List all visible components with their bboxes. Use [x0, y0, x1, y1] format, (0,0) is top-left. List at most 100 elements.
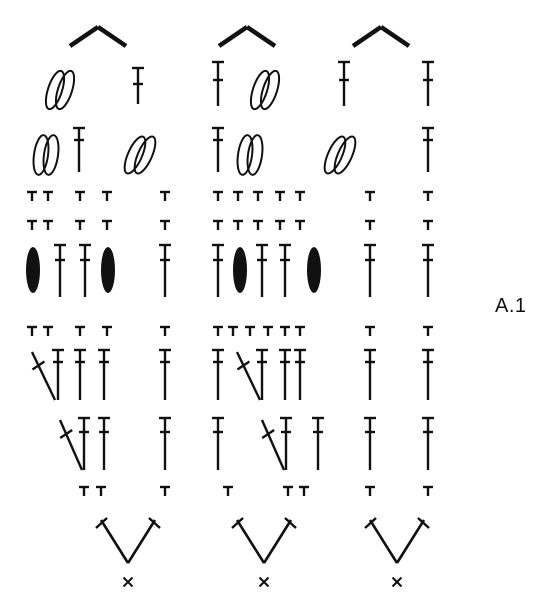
- bobble-cluster-symbol: [26, 247, 40, 293]
- hdc-symbol: [365, 190, 375, 201]
- hdc-symbol: [365, 219, 375, 230]
- hdc-symbol: [263, 325, 273, 336]
- bobble-cluster-symbol: [307, 247, 321, 293]
- hdc-symbol: [160, 190, 170, 201]
- v-stitch-base: [231, 517, 297, 564]
- hdc-symbol: [27, 325, 37, 336]
- puff-stitch-symbol: [32, 134, 60, 176]
- v-stitch-base: [364, 517, 430, 564]
- hdc-symbol: [253, 219, 263, 230]
- hdc-symbol: [160, 325, 170, 336]
- hdc-symbol: [43, 219, 53, 230]
- hdc-symbol: [213, 325, 223, 336]
- bobble-cluster-symbol: [101, 247, 115, 293]
- hdc-symbol: [102, 190, 112, 201]
- puff-stitch-symbol: [44, 69, 76, 111]
- treble-crochet-symbol: [78, 416, 90, 470]
- hdc-symbol: [96, 485, 106, 496]
- treble-crochet-symbol: [132, 66, 144, 104]
- hdc-symbol: [213, 219, 223, 230]
- slanted-treble-symbol: [30, 351, 57, 401]
- treble-crochet-symbol: [212, 60, 224, 106]
- single-crochet-x-symbol: [258, 576, 270, 588]
- bobble-cluster-symbol: [233, 247, 247, 293]
- hdc-symbol: [233, 190, 243, 201]
- v-stitch-base: [95, 517, 161, 564]
- treble-crochet-symbol: [159, 416, 171, 470]
- single-crochet-x-symbol: [391, 576, 403, 588]
- treble-crochet-symbol: [364, 243, 376, 297]
- treble-crochet-symbol: [212, 416, 224, 470]
- hdc-symbol: [43, 190, 53, 201]
- hdc-symbol: [79, 485, 89, 496]
- hdc-symbol: [295, 219, 305, 230]
- hdc-symbol: [365, 325, 375, 336]
- hdc-symbol: [423, 325, 433, 336]
- hdc-symbol: [75, 219, 85, 230]
- single-crochet-x-symbol: [122, 576, 134, 588]
- hdc-symbol: [75, 325, 85, 336]
- hdc-symbol: [423, 485, 433, 496]
- hdc-symbol: [160, 485, 170, 496]
- puff-stitch-symbol: [236, 134, 264, 176]
- puff-stitch-symbol: [323, 135, 357, 175]
- treble-crochet-symbol: [279, 243, 291, 297]
- hdc-symbol: [275, 219, 285, 230]
- treble-crochet-symbol: [159, 348, 171, 400]
- hdc-symbol: [280, 325, 290, 336]
- treble-crochet-symbol: [74, 348, 86, 400]
- slanted-treble-symbol: [260, 419, 286, 471]
- hdc-symbol: [423, 219, 433, 230]
- treble-crochet-symbol: [54, 243, 66, 297]
- hdc-symbol: [233, 219, 243, 230]
- puff-stitch-symbol: [123, 135, 157, 175]
- hdc-symbol: [423, 190, 433, 201]
- treble-crochet-symbol: [212, 243, 224, 297]
- treble-crochet-symbol: [52, 348, 64, 400]
- treble-crochet-symbol: [364, 348, 376, 400]
- slanted-treble-symbol: [58, 419, 84, 471]
- treble-crochet-symbol: [312, 416, 324, 470]
- hdc-symbol: [102, 325, 112, 336]
- treble-crochet-symbol: [256, 348, 268, 400]
- treble-crochet-symbol: [279, 348, 291, 400]
- hdc-symbol: [295, 325, 305, 336]
- treble-crochet-symbol: [364, 416, 376, 470]
- hdc-symbol: [228, 325, 238, 336]
- hdc-symbol: [27, 190, 37, 201]
- hdc-symbol: [160, 219, 170, 230]
- chart-label: A.1: [495, 295, 527, 317]
- slanted-treble-symbol: [235, 351, 262, 401]
- treble-crochet-symbol: [73, 126, 85, 172]
- hdc-symbol: [75, 190, 85, 201]
- treble-crochet-symbol: [256, 243, 268, 297]
- treble-crochet-symbol: [98, 416, 110, 470]
- puff-stitch-symbol: [249, 69, 281, 111]
- chain-arch-symbol: [351, 25, 411, 48]
- hdc-symbol: [213, 190, 223, 201]
- chain-arch-symbol: [68, 25, 128, 48]
- hdc-symbol: [299, 485, 309, 496]
- treble-crochet-symbol: [212, 126, 224, 172]
- treble-crochet-symbol: [212, 348, 224, 400]
- treble-crochet-symbol: [422, 416, 434, 470]
- hdc-symbol: [43, 325, 53, 336]
- treble-crochet-symbol: [280, 416, 292, 470]
- hdc-symbol: [102, 219, 112, 230]
- treble-crochet-symbol: [159, 243, 171, 297]
- treble-crochet-symbol: [422, 348, 434, 400]
- treble-crochet-symbol: [422, 243, 434, 297]
- treble-crochet-symbol: [338, 60, 350, 106]
- hdc-symbol: [275, 190, 285, 201]
- treble-crochet-symbol: [79, 243, 91, 297]
- hdc-symbol: [283, 485, 293, 496]
- treble-crochet-symbol: [422, 60, 434, 106]
- chain-arch-symbol: [217, 25, 277, 48]
- hdc-symbol: [27, 219, 37, 230]
- hdc-symbol: [245, 325, 255, 336]
- hdc-symbol: [223, 485, 233, 496]
- treble-crochet-symbol: [98, 348, 110, 400]
- treble-crochet-symbol: [294, 348, 306, 400]
- hdc-symbol: [253, 190, 263, 201]
